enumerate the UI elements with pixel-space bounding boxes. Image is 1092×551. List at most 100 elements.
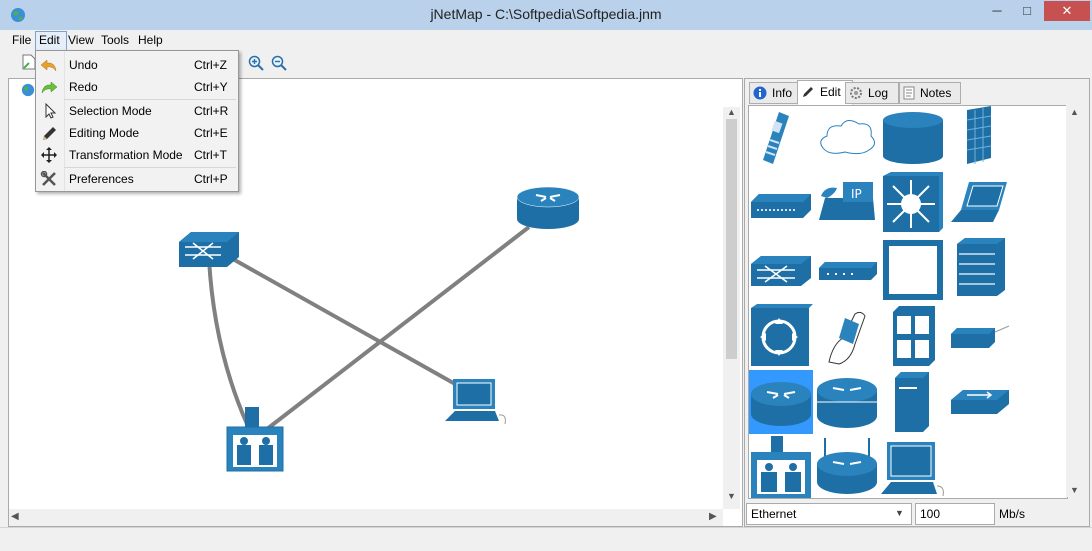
link-router-host[interactable] (265, 225, 531, 431)
tab-info-label: Info (772, 86, 793, 100)
menu-item-redo[interactable]: Redo Ctrl+Y (36, 76, 238, 98)
menu-item-undo[interactable]: Undo Ctrl+Z (36, 54, 238, 76)
pda-icon[interactable] (749, 106, 813, 170)
app-globe-icon (11, 8, 25, 22)
menu-help[interactable]: Help (138, 33, 163, 47)
gear-icon (850, 87, 862, 99)
minimize-button[interactable]: ─ (992, 3, 1002, 18)
new-file-icon[interactable] (22, 54, 36, 70)
menu-item-editing-mode-label: Editing Mode (69, 126, 140, 140)
menu-item-transformation-mode-shortcut: Ctrl+T (194, 148, 227, 162)
tab-notes[interactable]: Notes (899, 82, 961, 104)
ip-phone-icon[interactable]: IP (815, 172, 879, 236)
pencil-icon (803, 87, 813, 97)
menu-item-redo-shortcut: Ctrl+Y (194, 80, 228, 94)
server-rack-icon[interactable] (947, 238, 1011, 302)
canvas-vscroll-thumb[interactable] (726, 119, 737, 359)
database-icon[interactable] (881, 106, 945, 170)
menu-item-undo-label: Undo (69, 58, 98, 72)
menu-item-preferences[interactable]: Preferences Ctrl+P (36, 168, 238, 190)
menu-tools[interactable]: Tools (101, 33, 130, 47)
atm-switch-icon[interactable] (749, 304, 813, 368)
tab-edit[interactable]: Edit (797, 80, 853, 105)
edit-menu-dropdown: Undo Ctrl+Z Redo Ctrl+Y Selection Mode C… (35, 50, 239, 192)
menu-item-redo-label: Redo (69, 80, 98, 94)
menu-bar: File Edit View Tools Help (0, 30, 1092, 51)
handheld-device-icon[interactable] (815, 304, 879, 368)
undo-icon (40, 59, 57, 72)
wireless-router-icon[interactable] (815, 436, 879, 500)
workstation-device[interactable] (445, 379, 506, 425)
menu-item-selection-mode-shortcut: Ctrl+R (194, 104, 229, 118)
menu-item-selection-mode-label: Selection Mode (69, 104, 152, 118)
menu-item-selection-mode[interactable]: Selection Mode Ctrl+R (36, 100, 238, 122)
link-switch-workstation[interactable] (223, 252, 465, 391)
svg-text:IP: IP (851, 187, 862, 201)
menu-item-transformation-mode-label: Transformation Mode (69, 148, 183, 162)
menu-icon-column (36, 51, 65, 191)
menu-item-transformation-mode[interactable]: Transformation Mode Ctrl+T (36, 144, 238, 166)
tab-info[interactable]: Info (749, 82, 805, 104)
info-icon (753, 86, 767, 100)
canvas-horizontal-scrollbar[interactable]: ◀ ▶ (9, 509, 723, 526)
menu-item-editing-mode-shortcut: Ctrl+E (194, 126, 228, 140)
menu-item-editing-mode[interactable]: Editing Mode Ctrl+E (36, 122, 238, 144)
zoom-in-icon[interactable] (248, 55, 264, 71)
menu-item-undo-shortcut: Ctrl+Z (194, 58, 227, 72)
pencil-icon (43, 127, 56, 140)
palette-vertical-scrollbar[interactable]: ▲ ▼ (1066, 105, 1083, 497)
close-button[interactable]: ✕ (1044, 1, 1090, 21)
access-point-icon[interactable] (947, 304, 1011, 368)
bridge-icon[interactable] (947, 370, 1011, 434)
firewall-icon[interactable] (947, 106, 1011, 170)
tab-log-label: Log (868, 86, 889, 100)
laptop-icon[interactable] (947, 172, 1011, 236)
monitor-icon[interactable] (881, 238, 945, 302)
title-bar: jNetMap - C:\Softpedia\Softpedia.jnm ─ □… (0, 0, 1092, 31)
modem-icon[interactable] (815, 238, 879, 302)
redo-icon (41, 81, 58, 94)
server-icon[interactable] (881, 370, 945, 434)
router-icon[interactable] (749, 370, 813, 434)
layer3-switch-icon[interactable] (881, 172, 945, 236)
menu-file[interactable]: File (12, 33, 32, 47)
maximize-button[interactable]: □ (1023, 3, 1031, 18)
host-icon[interactable] (749, 436, 813, 500)
bandwidth-input[interactable]: 100 (915, 503, 995, 525)
switch-icon[interactable] (749, 238, 813, 302)
chevron-down-icon: ▼ (895, 508, 904, 518)
status-bar (0, 527, 1092, 551)
window-title: jNetMap - C:\Softpedia\Softpedia.jnm (430, 6, 662, 22)
bandwidth-unit: Mb/s (999, 507, 1026, 521)
core-router-icon[interactable] (815, 370, 879, 434)
menu-item-preferences-label: Preferences (69, 172, 134, 186)
bandwidth-value: 100 (920, 507, 941, 521)
canvas-globe-icon (21, 83, 35, 97)
notes-icon (903, 86, 915, 100)
host-device[interactable] (226, 407, 284, 472)
link-type-select[interactable]: Ethernet ▼ (746, 503, 912, 525)
menu-separator (64, 99, 236, 100)
link-switch-host[interactable] (207, 258, 249, 425)
menu-edit[interactable]: Edit (39, 33, 60, 47)
tab-log[interactable]: Log (845, 82, 899, 104)
tools-icon (40, 171, 56, 186)
network-diagram (179, 186, 580, 472)
properties-panel: Info Edit Log Notes (744, 78, 1090, 527)
tab-edit-label: Edit (820, 85, 841, 99)
link-type-value: Ethernet (751, 507, 797, 521)
canvas-vertical-scrollbar[interactable]: ▲ ▼ (723, 107, 740, 509)
switch-device[interactable] (179, 232, 239, 267)
router-device[interactable] (516, 186, 580, 229)
cloud-icon[interactable] (815, 106, 879, 170)
pointer-icon (45, 103, 57, 119)
device-palette: IP (748, 105, 1068, 499)
toolbar (0, 50, 1092, 76)
file-cabinet-icon[interactable] (881, 304, 945, 368)
move-icon (41, 147, 57, 163)
workstation-icon[interactable] (881, 436, 945, 500)
hub-icon[interactable] (749, 172, 813, 236)
menu-view[interactable]: View (68, 33, 94, 47)
menu-item-preferences-shortcut: Ctrl+P (194, 172, 228, 186)
zoom-out-icon[interactable] (271, 55, 287, 71)
